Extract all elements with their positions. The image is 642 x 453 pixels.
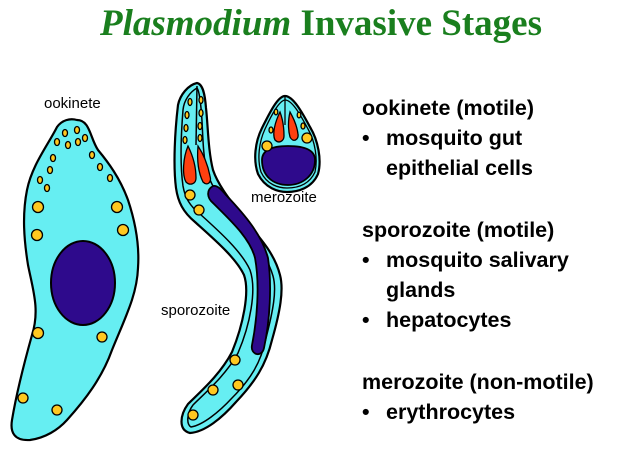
title-rest: Invasive Stages <box>291 3 542 44</box>
title-genus: Plasmodium <box>99 3 292 44</box>
sporozoite-apical-line <box>195 85 198 146</box>
invasion-targets-list: ookinete (motile) • mosquito gut epithel… <box>362 93 594 427</box>
ookinete-cell <box>10 118 140 442</box>
merozoite-cell <box>254 94 321 194</box>
ookinete-granules <box>17 125 130 416</box>
merozoite-nucleus <box>261 145 316 186</box>
merozoite-inner-membrane <box>258 99 317 189</box>
merozoite-rhoptries <box>273 110 299 143</box>
target-mosquito-gut: • mosquito gut epithelial cells <box>362 123 594 183</box>
target-line: glands <box>386 278 456 302</box>
target-line: epithelial cells <box>386 156 533 180</box>
label-ookinete: ookinete <box>44 95 101 112</box>
label-merozoite: merozoite <box>251 189 317 206</box>
target-hepatocytes: • hepatocytes <box>362 305 594 335</box>
stage-heading-ookinete: ookinete (motile) <box>362 96 535 120</box>
slide-title: Plasmodium Invasive Stages <box>0 2 642 45</box>
target-erythrocytes: • erythrocytes <box>362 397 594 427</box>
bullet-icon: • <box>362 248 370 272</box>
sporozoite-nucleus <box>207 184 271 355</box>
stage-heading-sporozoite: sporozoite (motile) <box>362 218 555 242</box>
merozoite-granules <box>261 108 313 152</box>
label-sporozoite: sporozoite <box>161 302 231 319</box>
target-line: mosquito salivary <box>386 248 569 272</box>
target-line: hepatocytes <box>386 308 512 332</box>
stage-heading-merozoite: merozoite (non-motile) <box>362 370 594 394</box>
bullet-icon: • <box>362 400 370 424</box>
sporozoite-rhoptries <box>182 144 212 185</box>
target-salivary-glands: • mosquito salivary glands <box>362 245 594 305</box>
target-line: erythrocytes <box>386 400 516 424</box>
sporozoite-granules <box>182 95 244 421</box>
sporozoite-cell <box>173 81 283 435</box>
bullet-icon: • <box>362 308 370 332</box>
target-line: mosquito gut <box>386 126 523 150</box>
ookinete-nucleus <box>50 240 116 326</box>
bullet-icon: • <box>362 126 370 150</box>
